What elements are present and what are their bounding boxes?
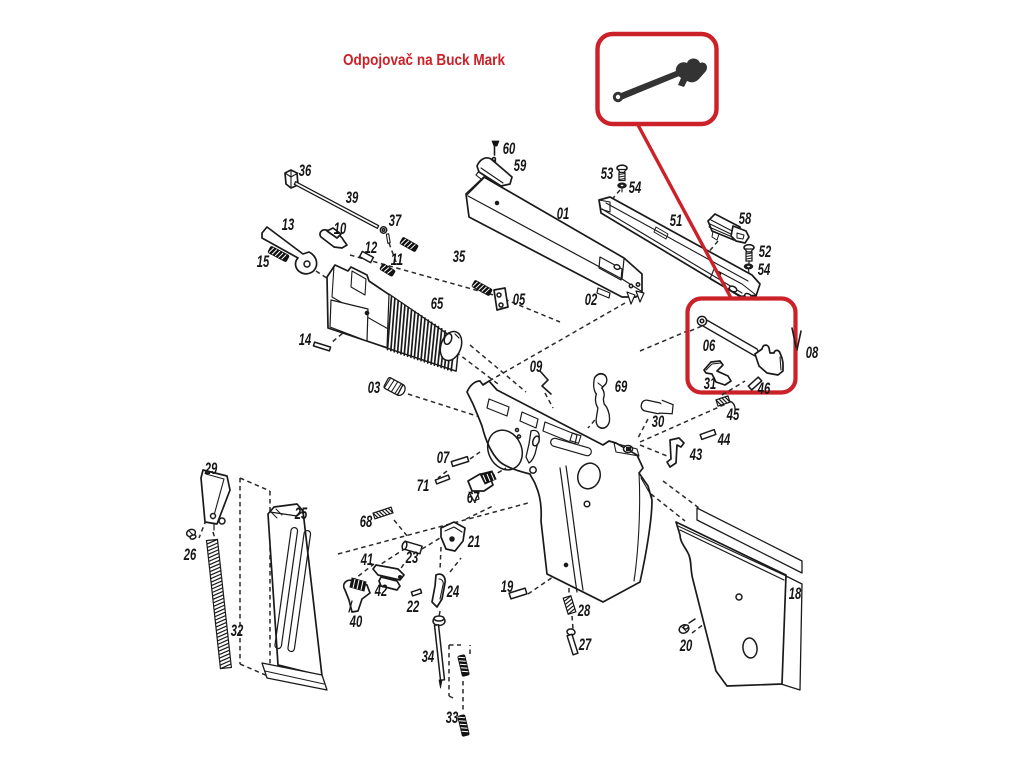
svg-text:44: 44 [717,430,731,449]
svg-text:23: 23 [405,548,419,567]
svg-text:40: 40 [349,612,363,631]
svg-text:14: 14 [299,330,312,349]
svg-text:71: 71 [417,476,430,495]
svg-text:13: 13 [282,215,295,234]
svg-text:45: 45 [726,405,740,424]
svg-text:15: 15 [257,252,270,271]
svg-text:19: 19 [501,577,514,596]
svg-text:27: 27 [578,635,592,654]
svg-text:02: 02 [585,290,598,309]
svg-text:03: 03 [368,378,381,397]
svg-text:20: 20 [679,636,693,655]
svg-text:36: 36 [299,161,312,180]
svg-text:30: 30 [652,412,665,431]
svg-text:Odpojovač na Buck Mark: Odpojovač na Buck Mark [343,52,505,69]
svg-text:31: 31 [704,374,717,393]
svg-text:08: 08 [806,343,819,362]
svg-text:54: 54 [758,260,771,279]
svg-text:52: 52 [759,242,772,261]
svg-text:58: 58 [739,209,752,228]
svg-text:35: 35 [453,247,466,266]
svg-text:53: 53 [601,164,614,183]
svg-text:05: 05 [513,290,526,309]
svg-text:39: 39 [346,188,359,207]
svg-text:69: 69 [615,377,628,396]
svg-text:22: 22 [406,597,420,616]
svg-text:11: 11 [391,250,404,269]
svg-text:46: 46 [757,379,771,398]
svg-text:60: 60 [503,139,516,158]
svg-text:10: 10 [334,219,347,238]
svg-text:09: 09 [530,357,543,376]
svg-text:54: 54 [629,178,642,197]
svg-text:01: 01 [557,204,570,223]
svg-text:34: 34 [422,647,435,666]
svg-text:26: 26 [183,545,197,564]
svg-text:68: 68 [360,512,373,531]
svg-text:07: 07 [437,448,451,467]
svg-text:65: 65 [431,294,444,313]
svg-text:28: 28 [577,601,591,620]
svg-text:32: 32 [231,621,244,640]
svg-text:12: 12 [365,238,378,257]
svg-text:24: 24 [446,582,460,601]
svg-text:29: 29 [204,459,218,478]
svg-text:67: 67 [467,488,481,507]
svg-text:42: 42 [374,581,388,600]
svg-text:06: 06 [703,336,716,355]
svg-text:41: 41 [360,550,373,569]
svg-text:43: 43 [689,445,703,464]
svg-text:21: 21 [467,532,480,551]
svg-text:33: 33 [446,708,459,727]
svg-text:59: 59 [514,156,527,175]
svg-text:37: 37 [389,211,403,230]
svg-text:18: 18 [789,584,802,603]
svg-text:51: 51 [670,211,683,230]
svg-text:25: 25 [294,504,308,523]
